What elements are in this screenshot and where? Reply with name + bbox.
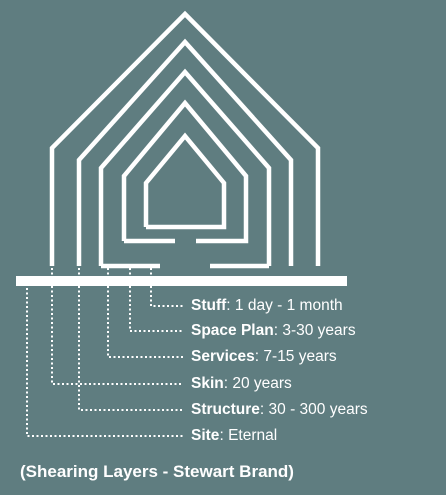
house-outline-skin (76, 38, 294, 266)
layer-separator: : (219, 427, 224, 444)
layer-separator: : (259, 401, 265, 418)
layer-duration: Eternal (228, 427, 278, 444)
layer-name: Space Plan (191, 322, 274, 339)
layer-separator: : (254, 348, 260, 365)
layer-name: Structure (191, 401, 260, 418)
house-outline-structure (49, 10, 321, 266)
leader-space-plan (129, 268, 183, 332)
layer-name: Skin (191, 375, 224, 392)
layer-name: Services (191, 348, 255, 365)
layer-label-services: Services: 7-15 years (191, 348, 337, 366)
layer-duration: 30 - 300 years (268, 401, 368, 418)
layer-label-skin: Skin: 20 years (191, 375, 292, 393)
layer-label-site: Site: Eternal (191, 427, 277, 445)
layer-duration: 20 years (232, 375, 292, 392)
leader-skin (51, 268, 183, 385)
diagram-caption: (Shearing Layers - Stewart Brand) (20, 462, 294, 481)
layer-label-structure: Structure: 30 - 300 years (191, 401, 368, 419)
layer-name: Site (191, 427, 220, 444)
layer-duration: 1 day - 1 month (234, 297, 343, 314)
layer-separator: : (223, 375, 229, 392)
layer-separator: : (273, 322, 279, 339)
layer-label-space-plan: Space Plan: 3-30 years (191, 322, 356, 340)
layer-duration: 3-30 years (282, 322, 356, 339)
layer-name: Stuff (191, 297, 227, 314)
house-outline-stuff (143, 132, 227, 230)
house-outline-services (98, 68, 272, 266)
leader-site (26, 288, 183, 437)
leader-stuff (150, 268, 183, 307)
layer-label-stuff: Stuff: 1 day - 1 month (191, 297, 343, 315)
layer-duration: 7-15 years (263, 348, 337, 365)
site-base (16, 276, 347, 286)
house-outline-space-plan-outer (121, 99, 249, 244)
leader-structure (78, 268, 183, 411)
layer-separator: : (226, 297, 231, 314)
